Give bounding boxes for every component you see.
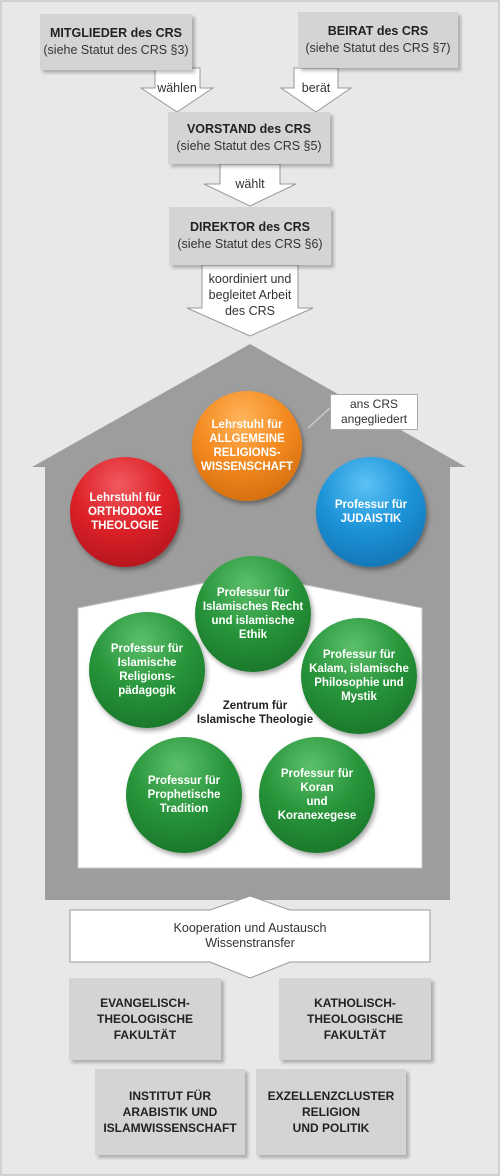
direktor-title: DIREKTOR des CRS	[190, 220, 310, 234]
direktor-subtitle: (siehe Statut des CRS §6)	[177, 237, 323, 251]
arrow-waehlen	[139, 67, 215, 113]
orthodox-label: Lehrstuhl für ORTHODOXE THEOLOGIE	[87, 492, 163, 532]
kalam-label: Professur für Kalam, islamische Philosop…	[309, 649, 409, 703]
waehlen-label: wählen	[157, 81, 197, 95]
circle-religionswissenschaft: Lehrstuhl für ALLGEMEINE RELIGIONS- WISS…	[192, 391, 302, 501]
koran-label: Professur für Koran und Koranexegese	[277, 768, 357, 822]
circle-koran: Professur für Koran und Koranexegese	[259, 737, 375, 853]
mitglieder-box: MITGLIEDER des CRS (siehe Statut des CRS…	[40, 14, 192, 70]
waehlt-label: wählt	[235, 177, 265, 191]
koordiniert-label: koordiniert und begleitet Arbeit des CRS	[208, 272, 292, 318]
beraet-label: berät	[301, 81, 331, 95]
tradition-label: Professur für Prophetische Tradition	[147, 775, 221, 815]
exzellenz-box: EXZELLENZCLUSTER RELIGION UND POLITIK	[256, 1069, 406, 1155]
katholisch-label: KATHOLISCH- THEOLOGISCHE FAKULTÄT	[306, 996, 403, 1042]
beirat-box: BEIRAT des CRS (siehe Statut des CRS §7)	[298, 12, 458, 68]
paedagogik-label: Professur für Islamische Religions- päda…	[110, 643, 184, 697]
angegliedert-note: ans CRS angegliedert	[330, 394, 418, 430]
mitglieder-title: MITGLIEDER des CRS	[50, 26, 182, 40]
beirat-subtitle: (siehe Statut des CRS §7)	[305, 41, 451, 55]
circle-orthodoxe-theologie: Lehrstuhl für ORTHODOXE THEOLOGIE	[70, 457, 180, 567]
vorstand-title: VORSTAND des CRS	[186, 122, 312, 136]
cooperation-label: Kooperation und Austausch Wissenstransfe…	[173, 921, 327, 950]
arabistik-box: INSTITUT FÜR ARABISTIK UND ISLAMWISSENSC…	[95, 1069, 245, 1155]
vorstand-box: VORSTAND des CRS (siehe Statut des CRS §…	[168, 112, 330, 164]
direktor-box: DIREKTOR des CRS (siehe Statut des CRS §…	[169, 207, 331, 265]
arabistik-label: INSTITUT FÜR ARABISTIK UND ISLAMWISSENSC…	[103, 1089, 237, 1135]
evangelisch-label: EVANGELISCH- THEOLOGISCHE FAKULTÄT	[96, 996, 193, 1042]
recht-label: Professur für Islamisches Recht und isla…	[202, 587, 304, 641]
circle-judaistik: Professur für JUDAISTIK	[316, 457, 426, 567]
mitglieder-subtitle: (siehe Statut des CRS §3)	[43, 43, 189, 57]
zentrum-label: Zentrum für Islamische Theologie	[196, 700, 314, 726]
judaistik-label: Professur für JUDAISTIK	[334, 499, 408, 525]
circle-prophetische-tradition: Professur für Prophetische Tradition	[126, 737, 242, 853]
circle-islamisches-recht: Professur für Islamisches Recht und isla…	[195, 556, 311, 672]
religionswissenschaft-label: Lehrstuhl für ALLGEMEINE RELIGIONS- WISS…	[201, 419, 293, 473]
vorstand-subtitle: (siehe Statut des CRS §5)	[176, 139, 322, 153]
beirat-title: BEIRAT des CRS	[327, 24, 429, 38]
exzellenz-label: EXZELLENZCLUSTER RELIGION UND POLITIK	[267, 1089, 395, 1135]
evangelisch-box: EVANGELISCH- THEOLOGISCHE FAKULTÄT	[69, 978, 221, 1060]
circle-islamische-religionspaedagogik: Professur für Islamische Religions- päda…	[89, 612, 205, 728]
arrow-waehlt	[203, 163, 297, 207]
arrow-koordiniert	[186, 264, 314, 337]
note-connector	[307, 407, 331, 429]
cooperation-arrow	[69, 895, 431, 979]
circle-kalam: Professur für Kalam, islamische Philosop…	[301, 618, 417, 734]
arrow-beraet	[279, 67, 353, 113]
katholisch-box: KATHOLISCH- THEOLOGISCHE FAKULTÄT	[279, 978, 431, 1060]
